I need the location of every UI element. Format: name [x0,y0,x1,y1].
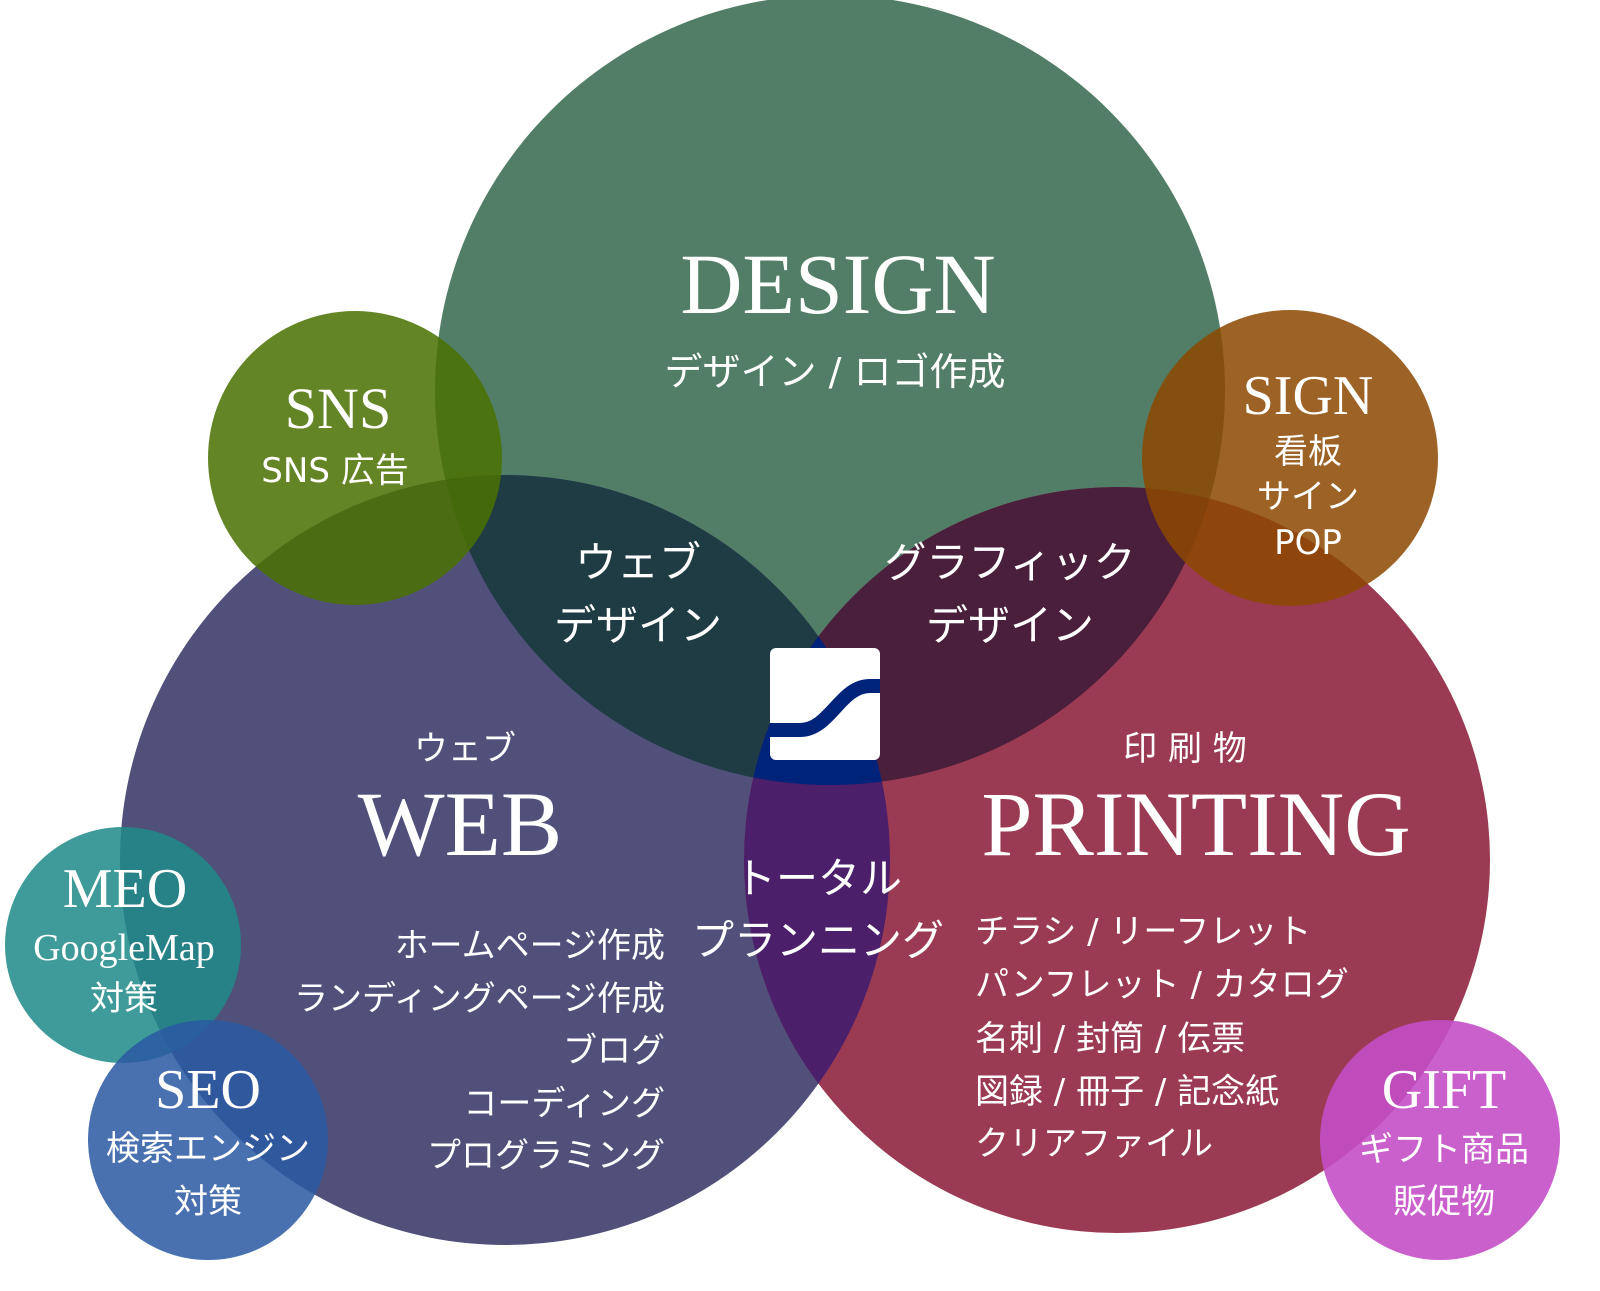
sign-title: SIGN [1243,365,1374,427]
design-title: DESIGN [680,236,995,332]
web-design-label-line1: ウェブ [575,538,701,587]
sign-circle [1142,310,1438,606]
printing-item: クリアファイル [975,1124,1213,1164]
graphic-design-overlap [744,487,1225,785]
gift-circle [1320,1020,1560,1260]
s-curve-logo-icon [770,648,880,760]
web-design-label-line2: デザイン [554,601,722,650]
web-item: コーディング [463,1084,665,1124]
meo-circle [5,827,241,1063]
gift-line: 販促物 [1393,1182,1495,1222]
sign-line: POP [1274,523,1342,563]
sns-circle [208,311,502,605]
total-planning-label-line1: トータル [734,854,902,903]
printing-item: 図録 / 冊子 / 記念紙 [975,1072,1279,1112]
web-kana: ウェブ [414,729,516,769]
web-design-overlap [435,475,890,785]
sns-title: SNS [285,376,391,441]
gift-line: ギフト商品 [1359,1130,1529,1170]
seo-line: 対策 [174,1182,242,1222]
web-item: ホームページ作成 [395,926,665,966]
sign-line: サイン [1257,477,1359,517]
sign-line: 看板 [1274,432,1342,472]
seo-circle [88,1020,328,1260]
web-title: WEB [358,773,562,875]
seo-line: 検索エンジン [106,1129,310,1169]
meo-title: MEO [63,858,187,920]
printing-item: パンフレット / カタログ [975,965,1349,1005]
web-item: ブログ [563,1031,665,1071]
printing-title: PRINTING [981,773,1410,875]
total-planning-label-line2: プランニング [692,916,944,965]
sns-line: SNS 広告 [261,451,408,491]
printing-kana: 印 刷 物 [1123,729,1247,769]
design-subtitle: デザイン / ロゴ作成 [665,350,1006,394]
graphic-design-label-line1: グラフィック [884,538,1135,587]
printing-item: チラシ / リーフレット [975,912,1311,952]
gift-title: GIFT [1382,1059,1506,1121]
graphic-design-label-line2: デザイン [926,601,1094,650]
meo-line: 対策 [90,979,158,1019]
web-item: プログラミング [427,1136,665,1176]
printing-item: 名刺 / 封筒 / 伝票 [975,1019,1245,1059]
web-item: ランディングページ作成 [294,979,665,1019]
meo-line: GoogleMap [33,927,215,969]
seo-title: SEO [155,1059,261,1121]
